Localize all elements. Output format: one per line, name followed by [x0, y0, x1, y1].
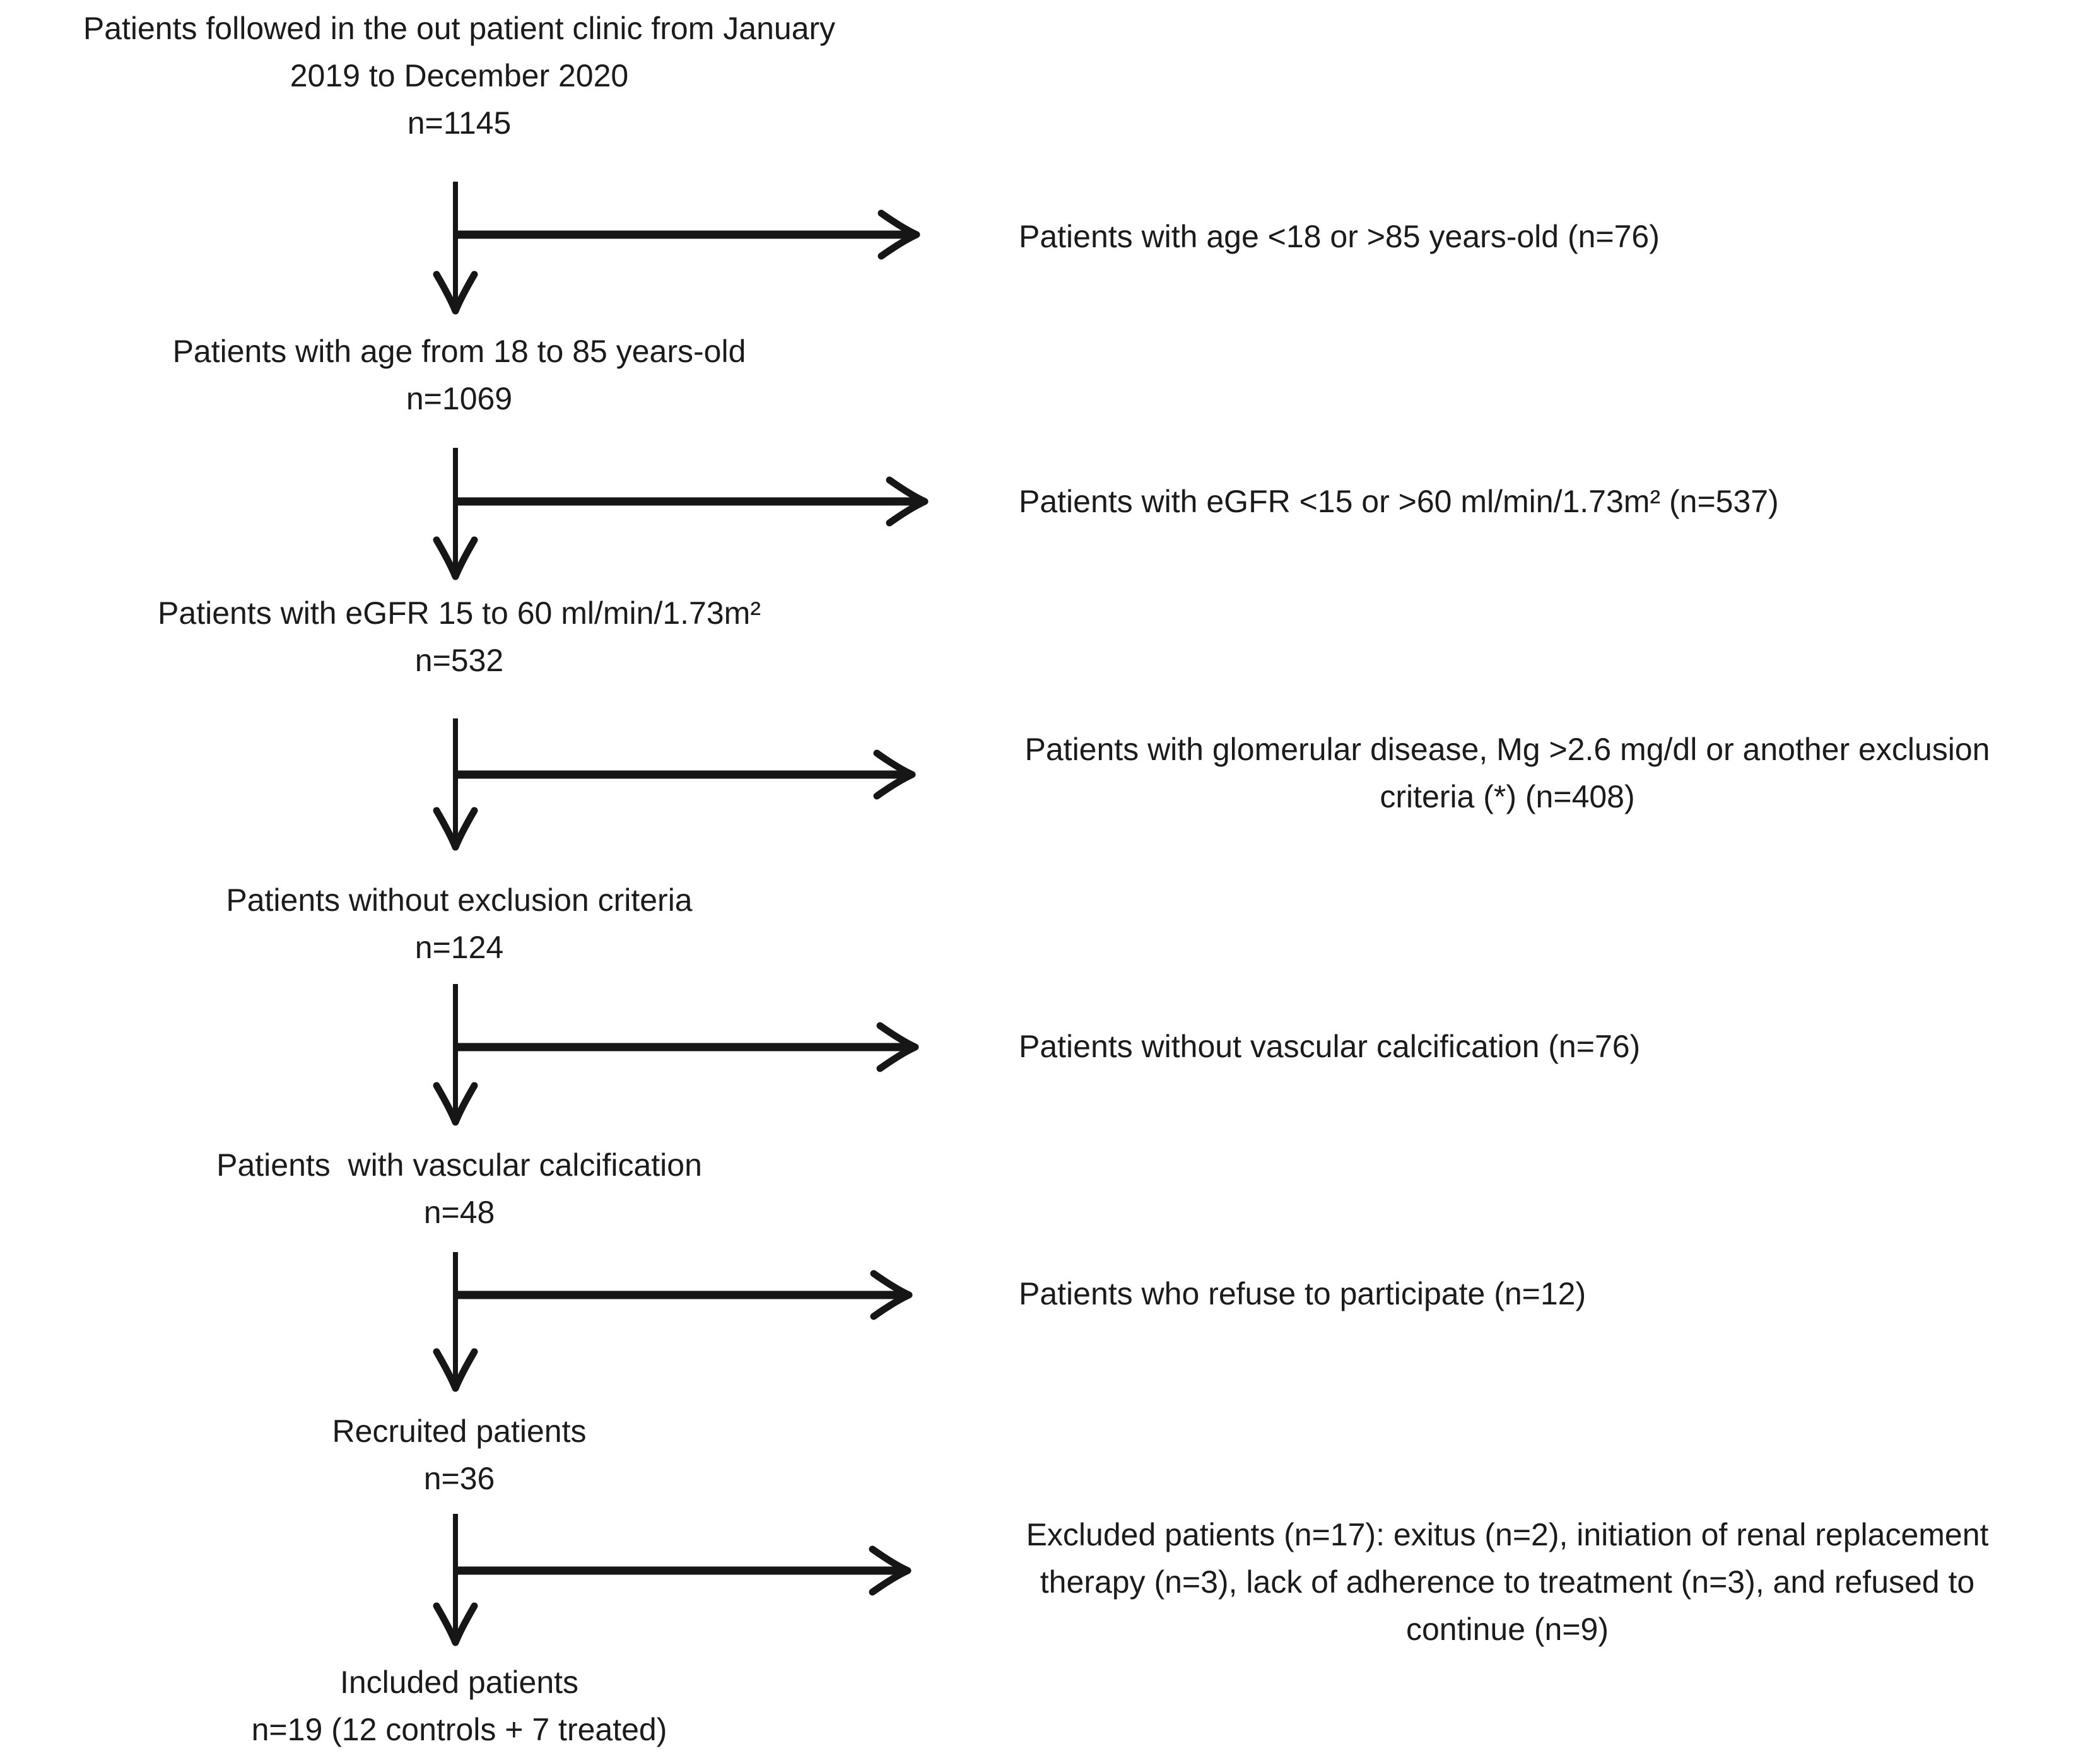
flow-node-clinic-total: Patients followed in the out patient cli… [83, 11, 836, 141]
flow-node-egfr-15-60: Patients with eGFR 15 to 60 ml/min/1.73m… [158, 595, 761, 678]
flow-node-included: Included patients n=19 (12 controls + 7 … [251, 1665, 667, 1747]
exclusion-age-out-of-range: Patients with age <18 or >85 years-old (… [1019, 219, 1660, 254]
flow-arrow-2 [433, 448, 929, 580]
exclusion-excluded-during-study: Excluded patients (n=17): exitus (n=2), … [1026, 1517, 1989, 1647]
flow-arrow-1 [433, 182, 920, 315]
flow-node-vascular-calcification: Patients with vascular calcification n=4… [216, 1147, 702, 1230]
flow-arrow-5 [433, 1252, 913, 1392]
exclusion-refused-participation: Patients who refuse to participate (n=12… [1019, 1276, 1587, 1311]
flow-node-no-exclusion-criteria: Patients without exclusion criteria n=12… [226, 882, 693, 965]
exclusion-other-exclusion-criteria: Patients with glomerular disease, Mg >2.… [1024, 732, 1990, 814]
flow-arrow-3 [433, 718, 916, 851]
exclusion-no-vascular-calcification: Patients without vascular calcification … [1019, 1029, 1641, 1064]
exclusion-egfr-out-of-range: Patients with eGFR <15 or >60 ml/min/1.7… [1019, 484, 1779, 519]
flow-arrow-6 [433, 1514, 912, 1646]
flow-arrow-4 [433, 984, 919, 1126]
flow-node-age-18-85: Patients with age from 18 to 85 years-ol… [172, 334, 746, 416]
flow-node-recruited: Recruited patients n=36 [332, 1414, 587, 1496]
